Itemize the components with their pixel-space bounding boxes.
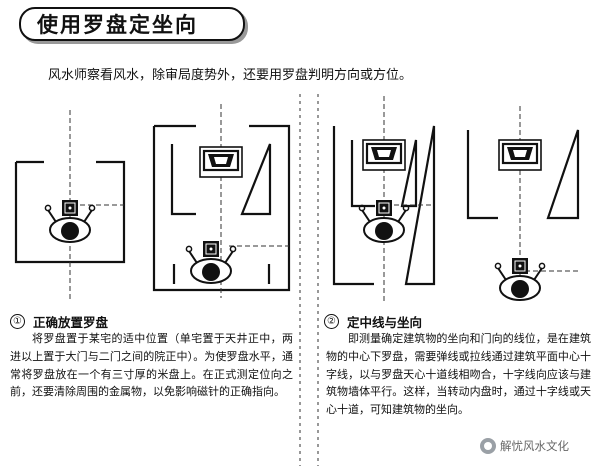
watermark-text: 解忧风水文化 [500, 439, 569, 453]
altar-fig3 [361, 138, 407, 172]
altar-fig2 [198, 145, 244, 179]
divider-lines [299, 94, 319, 466]
page-title: 使用罗盘定坐向 [37, 13, 198, 37]
section-2-body: 即测量确定建筑物的坐向和门向的线位，是在建筑物的中心下罗盘，需要弹线或拉线通过建… [326, 332, 591, 417]
double-house-gate [172, 264, 271, 284]
section-2-title: 定中线与坐向 [347, 315, 423, 330]
section-2-heading: ② 定中线与坐向 [324, 312, 422, 331]
intro-text: 风水师察看风水，除审局度势外，还要用罗盘判明方向或方位。 [48, 68, 413, 83]
wechat-icon [480, 438, 496, 454]
section-1-title: 正确放置罗盘 [33, 315, 109, 330]
section-1-heading: ① 正确放置罗盘 [10, 312, 108, 331]
wall-outlines [14, 124, 580, 292]
watermark: 解忧风水文化 [478, 435, 575, 457]
double-house-inner-wall [170, 143, 272, 216]
person-fig2 [185, 240, 237, 284]
person-fig1 [44, 199, 96, 243]
single-courtyard-wall [14, 160, 126, 264]
altar-fig4 [497, 138, 543, 172]
person-fig4 [494, 257, 546, 301]
section-2-number: ② [324, 314, 339, 329]
double-house-outer-wall [152, 124, 291, 292]
fig4-upper-wall [466, 129, 580, 220]
section-1-body: 将罗盘置于某宅的适中位置（单宅置于天井正中，两进以上置于大门与二门之间的院正中）… [10, 332, 293, 399]
center-lines [69, 96, 578, 302]
title-box: 使用罗盘定坐向 [19, 7, 245, 41]
fig3-inner-wall [350, 139, 418, 208]
section-1-number: ① [10, 314, 25, 329]
